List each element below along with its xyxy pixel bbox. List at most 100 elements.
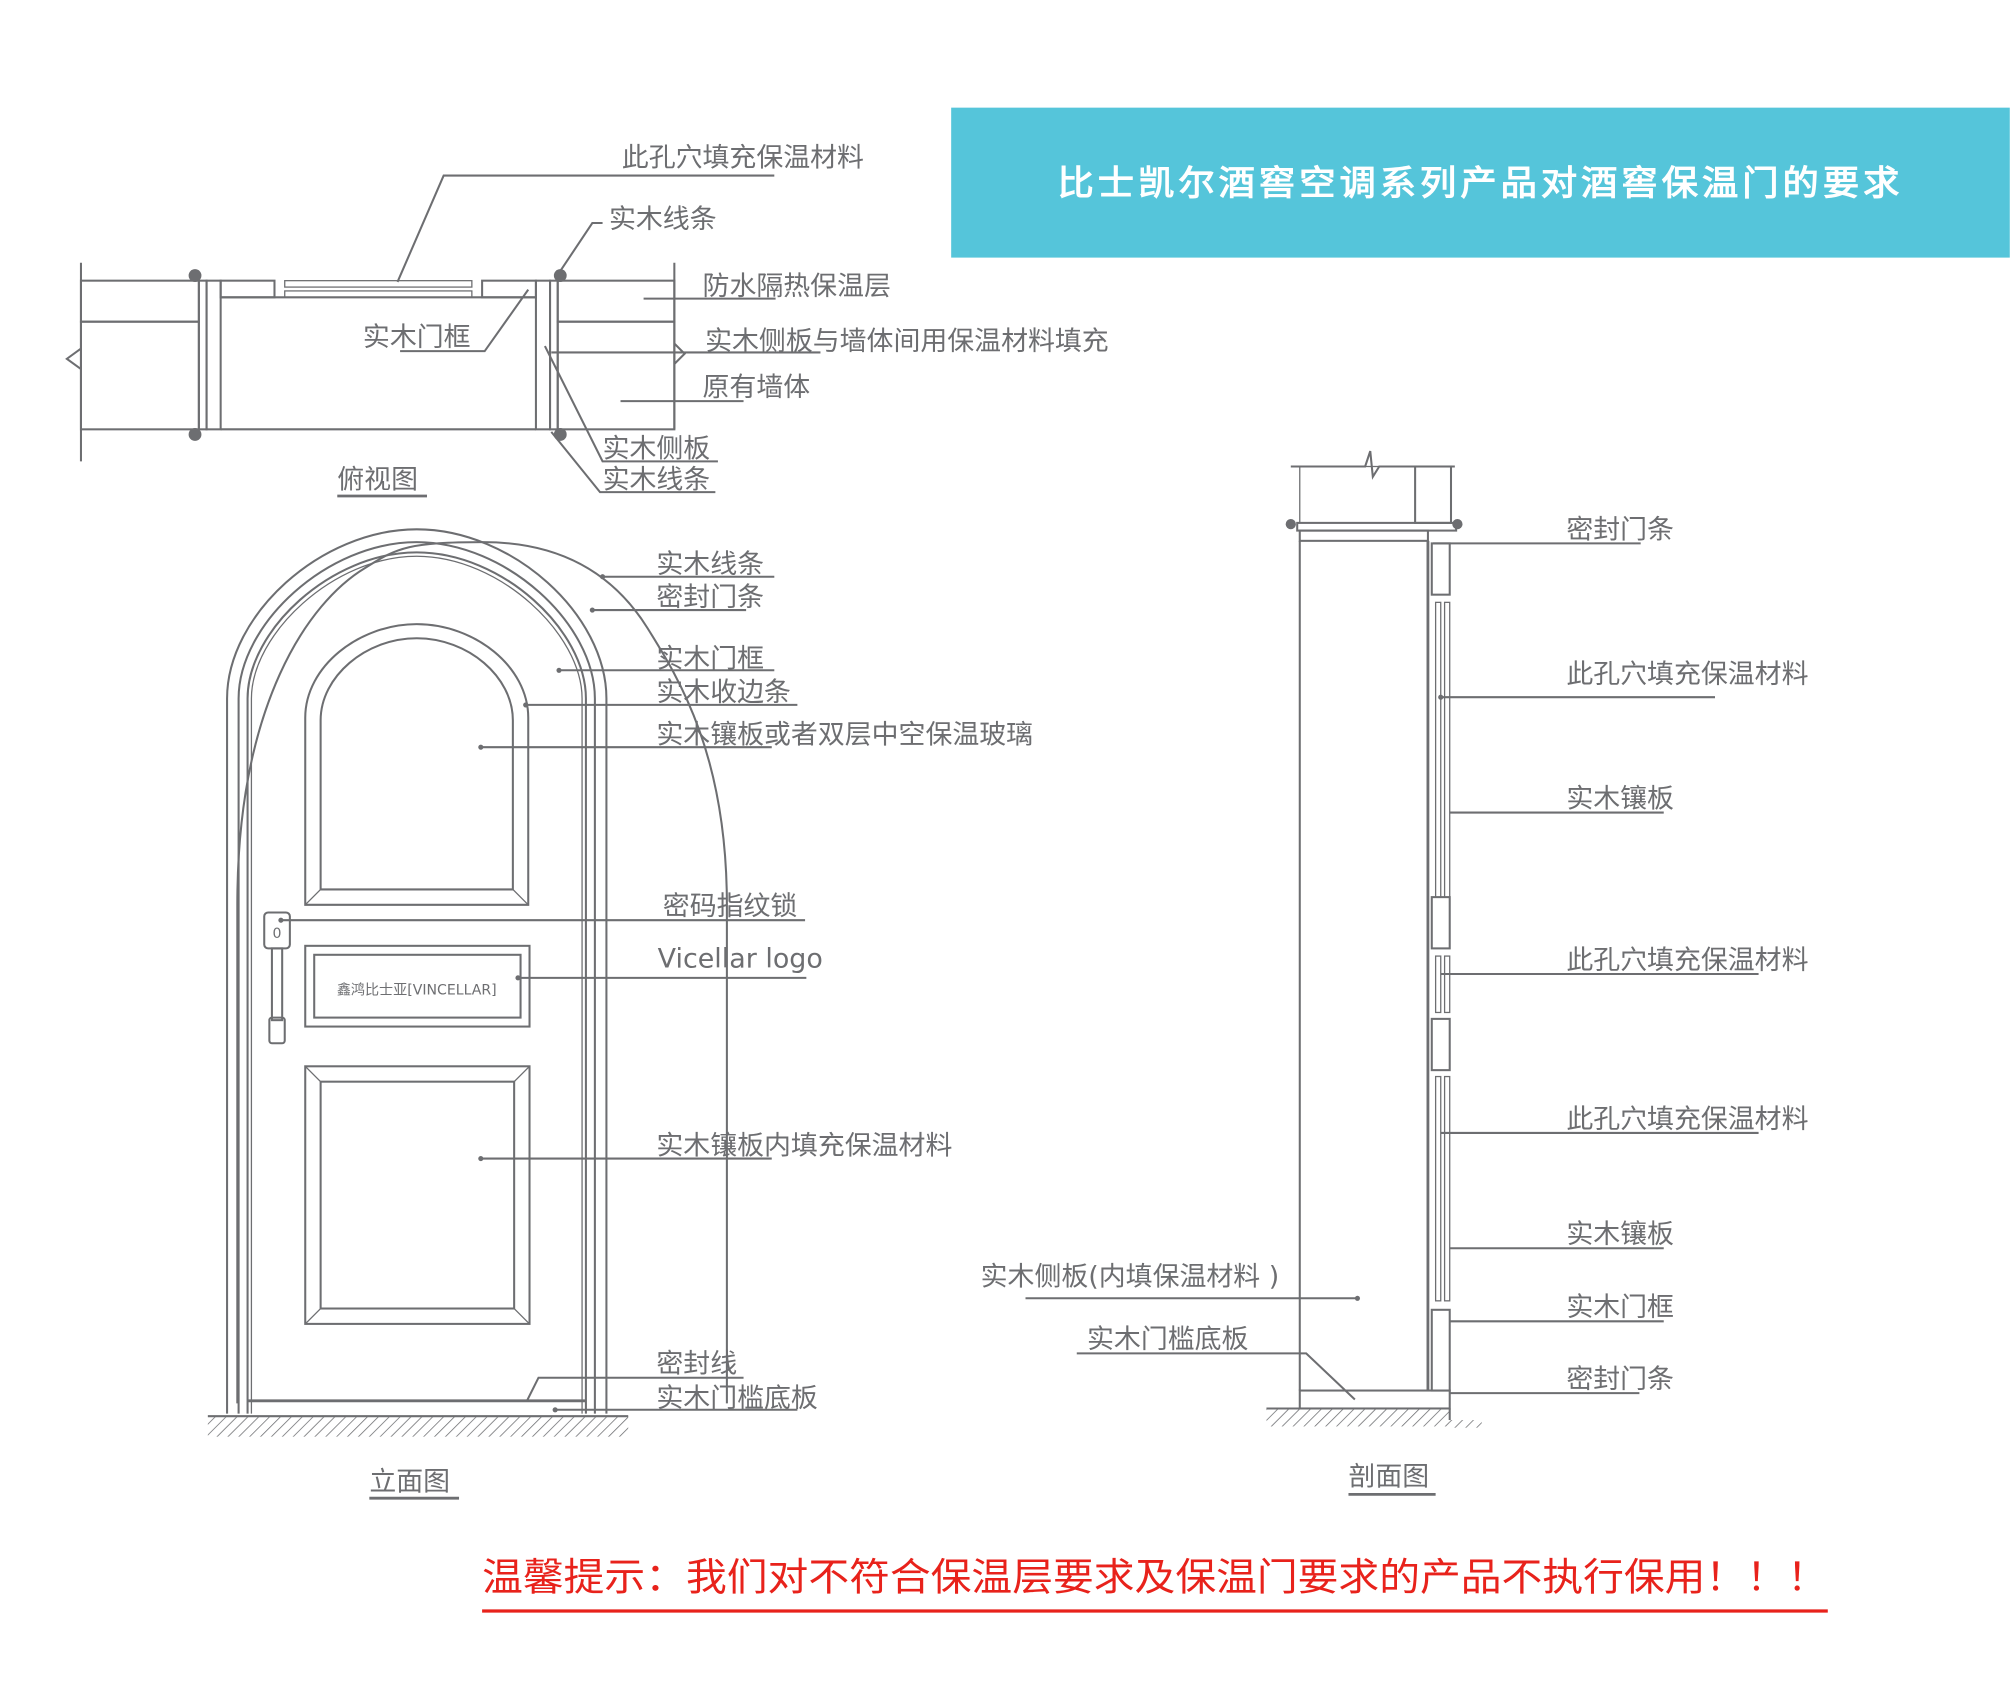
door-leaf-outline <box>250 555 583 1414</box>
leader-molding-bottom <box>550 431 716 494</box>
warning-note: 温馨提示：我们对不符合保温层要求及保温门要求的产品不执行保用！！！ <box>482 1555 1828 1613</box>
elevation-view-title: 立面图 <box>369 1467 450 1498</box>
leader-side-panel <box>543 345 718 463</box>
leader-dot <box>523 702 529 708</box>
side-panel-right <box>534 279 552 431</box>
section-wall <box>1299 465 1416 524</box>
section-insulation <box>1414 465 1453 524</box>
section-skin-a <box>1434 601 1442 898</box>
label-seal-strip-top: 密封门条 <box>1566 514 1674 545</box>
molding-cap <box>1285 519 1296 530</box>
leader-dot <box>478 744 484 750</box>
floor-hatch <box>207 1416 629 1437</box>
section-rail-2 <box>1430 1017 1451 1072</box>
molding-left <box>197 279 208 431</box>
label-panel-1: 实木镶板 <box>1566 783 1674 814</box>
label-seal-strip: 密封门条 <box>656 582 764 613</box>
insulation-layer-right <box>556 279 676 323</box>
door-skin-top <box>284 280 473 288</box>
lock-handle <box>270 947 284 1022</box>
label-panel-2: 实木镶板 <box>1566 1219 1674 1250</box>
upper-panel-inner <box>319 637 514 891</box>
section-header-panel <box>1298 529 1429 542</box>
lock-handle-end <box>268 1016 286 1045</box>
label-cavity-fill: 此孔穴填充保温材料 <box>622 143 864 174</box>
section-skin-f <box>1443 1075 1451 1302</box>
label-cavity-fill-3: 此孔穴填充保温材料 <box>1566 1104 1808 1135</box>
section-rail-1 <box>1430 896 1451 950</box>
title-banner: 比士凯尔酒窖空调系列产品对酒窖保温门的要求 <box>951 107 2010 258</box>
label-seal-line: 密封线 <box>656 1349 737 1380</box>
label-lock: 密码指纹锁 <box>663 891 798 922</box>
label-edge-strip: 实木收边条 <box>656 677 791 708</box>
label-side-panel: 实木侧板 <box>603 434 711 465</box>
logo-plate-text: 鑫鸿比士亚[VINCELLAR] <box>337 982 497 999</box>
logo-plate-inner <box>313 953 522 1019</box>
lower-panel-outer <box>304 1065 531 1325</box>
molding-right <box>549 279 559 431</box>
label-side-panel-fill: 实木侧板与墙体间用保温材料填充 <box>705 326 1109 357</box>
leader-dot <box>515 975 521 981</box>
label-door-frame: 实木门框 <box>1566 1292 1674 1323</box>
section-skin-c <box>1434 955 1442 1014</box>
leader-threshold <box>1076 1352 1356 1401</box>
wall-left <box>79 320 200 431</box>
label-side-panel: 实木侧板(内填保温材料 ) <box>981 1261 1280 1292</box>
label-cavity-fill-1: 此孔穴填充保温材料 <box>1566 659 1808 690</box>
door-frame-left <box>219 279 276 299</box>
bevel-line <box>513 1065 530 1083</box>
bevel-line <box>513 1308 530 1325</box>
bevel-line <box>304 1308 322 1325</box>
molding-cap <box>188 428 202 441</box>
section-view-title: 剖面图 <box>1348 1461 1429 1492</box>
door-frame-outline <box>246 551 587 1414</box>
leader-dot <box>1354 1295 1361 1301</box>
section-skin-e <box>1434 1075 1442 1302</box>
label-lower-panel: 实木镶板内填充保温材料 <box>656 1131 952 1162</box>
door-frame-right <box>481 279 537 299</box>
section-floor-hatch-outer <box>1449 1420 1482 1428</box>
side-panel-left <box>205 279 222 431</box>
banner-background <box>951 107 2010 258</box>
section-threshold <box>1298 1389 1451 1410</box>
break-mark-right <box>673 342 687 365</box>
label-original-wall: 原有墙体 <box>703 372 811 403</box>
bevel-line <box>304 1065 322 1083</box>
label-threshold: 实木门槛底板 <box>1087 1324 1248 1355</box>
section-skin-b <box>1443 601 1451 898</box>
section-frame-top <box>1430 542 1451 596</box>
label-upper-panel: 实木镶板或者双层中空保温玻璃 <box>656 719 1033 750</box>
leader-dot <box>600 574 606 580</box>
insulation-layer-left <box>79 279 200 323</box>
label-wood-molding-top: 实木线条 <box>609 204 717 235</box>
top-view-drawing: 此孔穴填充保温材料 实木线条 防水隔热保温层 实木门框 实木侧板与墙体间用保温材… <box>65 143 1109 498</box>
wood-molding-outline <box>226 528 608 1414</box>
logo-plate-outer <box>304 944 531 1028</box>
leader-dot <box>478 1156 484 1162</box>
label-cavity-fill-2: 此孔穴填充保温材料 <box>1566 945 1808 976</box>
section-view-drawing: 密封门条 此孔穴填充保温材料 实木镶板 此孔穴填充保温材料 此孔穴填充保温材料 … <box>981 450 1808 1496</box>
wall-top-break <box>1290 450 1455 480</box>
wall-right <box>556 320 676 431</box>
label-door-frame: 实木门框 <box>656 644 764 675</box>
upper-panel-outer <box>304 623 530 906</box>
label-threshold: 实木门槛底板 <box>656 1383 817 1414</box>
leader-cavity-fill <box>396 174 775 283</box>
lower-panel-inner <box>319 1080 516 1310</box>
section-floor-hatch <box>1266 1408 1450 1427</box>
elevation-view-drawing: 0 鑫鸿比士亚[VINCELLAR] <box>207 528 1033 1500</box>
leader-seal-line <box>526 1376 744 1402</box>
lock-digit: 0 <box>273 926 282 942</box>
label-insulation-layer: 防水隔热保温层 <box>703 271 891 302</box>
leader-dot <box>556 667 562 673</box>
label-wood-molding-bottom: 实木线条 <box>603 464 711 495</box>
label-wood-molding: 实木线条 <box>656 549 764 580</box>
seal-strip-outline <box>237 541 596 1414</box>
warning-text: 温馨提示：我们对不符合保温层要求及保温门要求的产品不执行保用！！！ <box>482 1555 1828 1600</box>
leader-dot <box>552 1407 558 1413</box>
leader-dot <box>278 917 284 923</box>
molding-cap <box>188 269 202 282</box>
label-door-frame: 实木门框 <box>363 322 471 353</box>
label-seal-strip-bottom: 密封门条 <box>1566 1364 1674 1395</box>
